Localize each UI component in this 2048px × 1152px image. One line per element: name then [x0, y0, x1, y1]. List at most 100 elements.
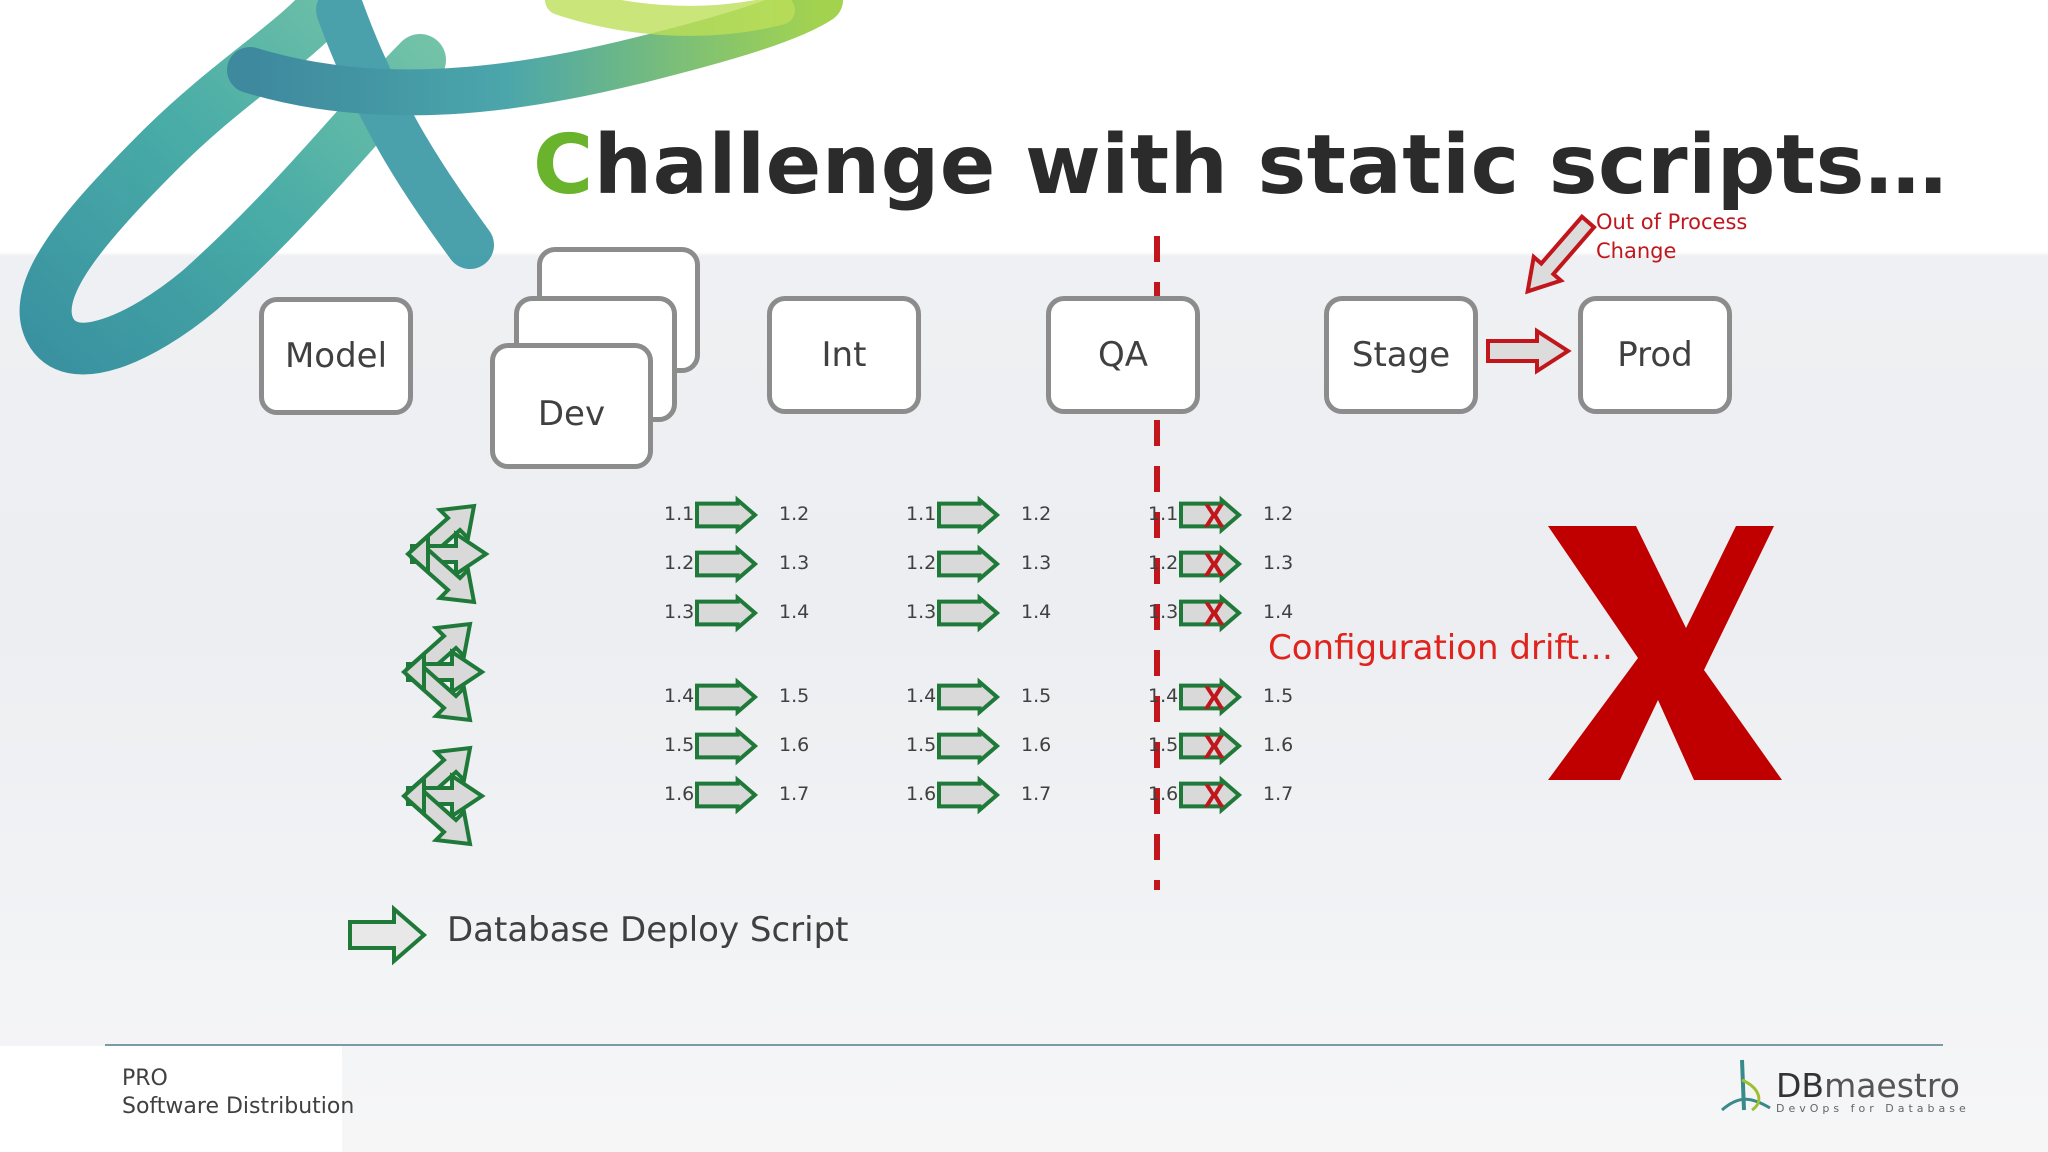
version-to-label: 1.5: [779, 685, 810, 707]
version-to-label: 1.2: [1021, 503, 1052, 525]
version-from-label: 1.6: [1148, 783, 1179, 805]
ness-line1: PRO: [122, 1066, 168, 1091]
out-of-process-label: Out of Process Change: [1596, 208, 1747, 266]
version-from-label: 1.3: [906, 601, 937, 623]
deploy-failed-x-mark: X: [1203, 778, 1225, 814]
legend-arrow-icon: [348, 904, 428, 966]
out-of-process-line1: Out of Process: [1596, 210, 1748, 234]
model-dev-sync-arrow: [405, 503, 490, 605]
version-to-label: 1.5: [1021, 685, 1052, 707]
version-to-label: 1.3: [1263, 552, 1294, 574]
dbmaestro-logo-text: DBmaestro: [1776, 1066, 1960, 1105]
version-to-label: 1.2: [1263, 503, 1294, 525]
ribbon-decoration: [19, 0, 843, 375]
version-to-label: 1.4: [1263, 601, 1294, 623]
env-label-int: Int: [821, 335, 867, 375]
deploy-script-arrow: [1179, 677, 1243, 717]
deploy-failed-x-mark: X: [1203, 498, 1225, 534]
env-label-model: Model: [284, 336, 388, 376]
version-to-label: 1.6: [779, 734, 810, 756]
version-from-label: 1.2: [664, 552, 695, 574]
model-dev-sync-arrow: [401, 745, 486, 847]
deploy-failed-x-mark: X: [1203, 729, 1225, 765]
ness-logo-block: ESS PRO Software Distribution: [0, 1046, 354, 1152]
version-from-label: 1.4: [906, 685, 937, 707]
version-from-label: 1.4: [1148, 685, 1179, 707]
slide-title: Challenge with static scripts…: [533, 118, 1947, 213]
version-from-label: 1.1: [906, 503, 937, 525]
dbmaestro-logo-icon: [1721, 1059, 1771, 1112]
env-box-model: Model: [259, 297, 413, 415]
footer-divider: [105, 1044, 1943, 1046]
deploy-failed-x-mark: X: [1203, 547, 1225, 583]
out-of-process-arrow: [1525, 213, 1597, 295]
deploy-script-arrow: [937, 775, 1001, 815]
version-to-label: 1.4: [779, 601, 810, 623]
dbmaestro-tagline: DevOps for Database: [1776, 1102, 1970, 1115]
env-box-int: Int: [767, 296, 921, 414]
version-from-label: 1.1: [664, 503, 695, 525]
big-failure-x: [1548, 526, 1782, 780]
deploy-script-arrow: [937, 726, 1001, 766]
deploy-script-arrow: [695, 677, 759, 717]
deploy-script-arrow: [937, 495, 1001, 535]
version-from-label: 1.5: [664, 734, 695, 756]
version-from-label: 1.3: [1148, 601, 1179, 623]
env-box-prod: Prod: [1578, 296, 1732, 414]
version-from-label: 1.4: [664, 685, 695, 707]
deploy-failed-x-mark: X: [1203, 596, 1225, 632]
version-from-label: 1.2: [1148, 552, 1179, 574]
deploy-script-arrow: [937, 544, 1001, 584]
title-rest: hallenge with static scripts…: [593, 118, 1948, 213]
version-to-label: 1.4: [1021, 601, 1052, 623]
deploy-script-arrow: [937, 593, 1001, 633]
deploy-script-arrow: [1179, 544, 1243, 584]
env-box-qa: QA: [1046, 296, 1200, 414]
script-arrow-layer: [401, 495, 1243, 847]
deploy-script-arrow: [695, 775, 759, 815]
deploy-script-arrow: [695, 544, 759, 584]
version-from-label: 1.6: [664, 783, 695, 805]
deploy-script-arrow: [1179, 495, 1243, 535]
version-from-label: 1.3: [664, 601, 695, 623]
deploy-script-arrow: [1179, 593, 1243, 633]
version-to-label: 1.2: [779, 503, 810, 525]
deploy-script-arrow: [937, 677, 1001, 717]
version-to-label: 1.5: [1263, 685, 1294, 707]
ness-line2: Software Distribution: [122, 1094, 355, 1119]
env-label-stage: Stage: [1351, 335, 1451, 375]
deploy-script-arrow: [1179, 726, 1243, 766]
version-to-label: 1.6: [1263, 734, 1294, 756]
env-label-qa: QA: [1097, 335, 1149, 375]
version-from-label: 1.2: [906, 552, 937, 574]
ness-logo-text: ESS: [62, 1090, 113, 1114]
version-to-label: 1.3: [779, 552, 810, 574]
version-to-label: 1.6: [1021, 734, 1052, 756]
configuration-drift-label: Configuration drift…: [1268, 628, 1614, 668]
deploy-script-arrow: [695, 726, 759, 766]
legend-label: Database Deploy Script: [447, 910, 849, 950]
version-from-label: 1.1: [1148, 503, 1179, 525]
version-to-label: 1.3: [1021, 552, 1052, 574]
dbmaestro-bold: DB: [1776, 1066, 1825, 1105]
deploy-script-arrow: [1179, 775, 1243, 815]
out-of-process-line2: Change: [1596, 239, 1677, 263]
deploy-failed-x-mark: X: [1203, 680, 1225, 716]
env-label-dev: Dev: [537, 394, 606, 434]
env-box-stage: Stage: [1324, 296, 1478, 414]
deploy-script-arrow: [695, 495, 759, 535]
dbmaestro-light: maestro: [1824, 1066, 1960, 1105]
stage-to-prod-arrow: [1486, 327, 1572, 375]
model-dev-sync-arrow: [401, 621, 486, 723]
version-to-label: 1.7: [1021, 783, 1052, 805]
deploy-script-arrow: [695, 593, 759, 633]
title-first-letter: C: [533, 118, 594, 213]
version-to-label: 1.7: [779, 783, 810, 805]
version-from-label: 1.5: [906, 734, 937, 756]
env-label-prod: Prod: [1617, 335, 1693, 375]
version-to-label: 1.7: [1263, 783, 1294, 805]
version-from-label: 1.6: [906, 783, 937, 805]
env-box-dev: Dev: [490, 343, 653, 469]
